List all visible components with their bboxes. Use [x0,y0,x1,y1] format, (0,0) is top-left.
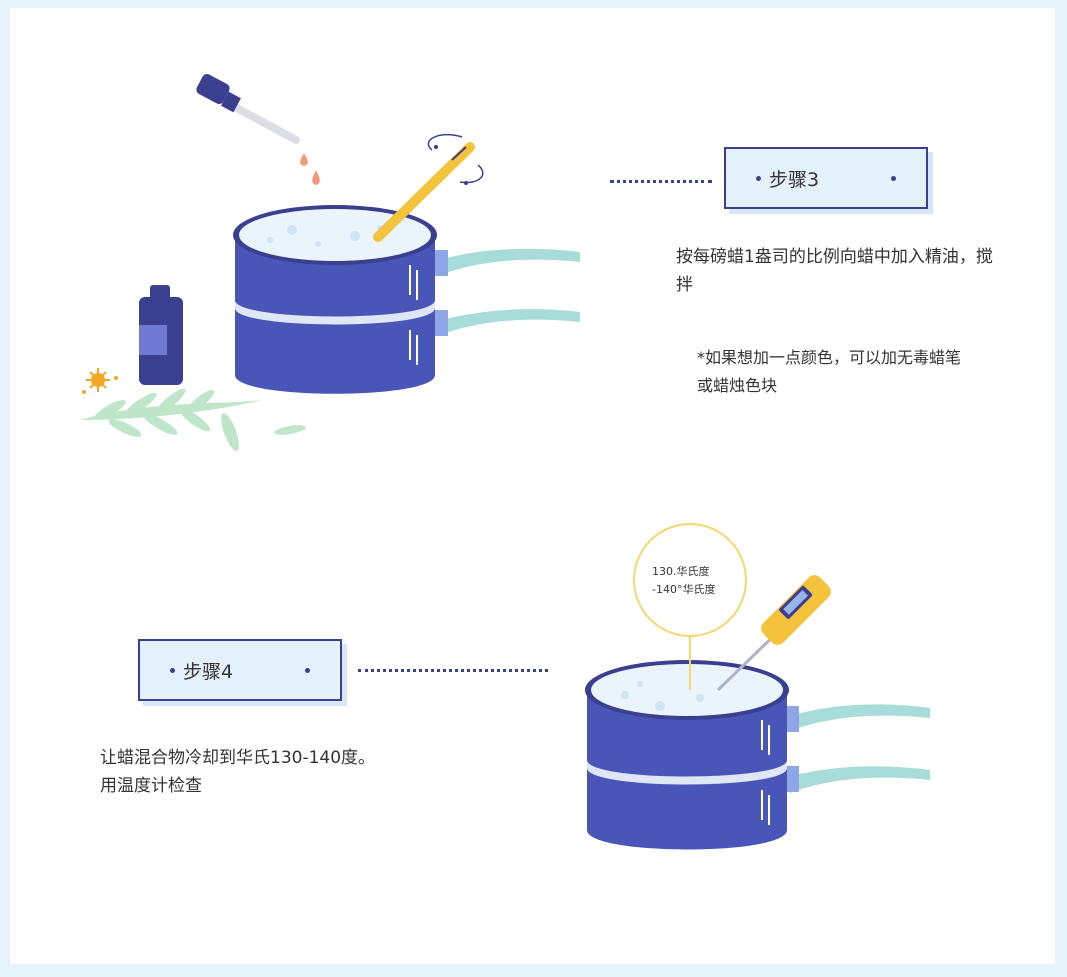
essential-oil-bottle-graphic [139,285,183,385]
bullet-dot-icon [756,175,761,181]
double-boiler-pot-bottom-graphic [585,660,930,850]
step3-label-box: 步骤3 [724,147,928,209]
dropper-icon [196,74,320,185]
step4-label-box: 步骤4 [138,639,342,701]
bullet-dot-icon [891,175,896,181]
temperature-callout-circle [633,523,747,690]
step3-description: 按每磅蜡1盎司的比例向蜡中加入精油，搅拌 [676,247,993,295]
herb-leaves-graphic [80,388,306,451]
temperature-line-2: -140°华氏度 [652,583,716,596]
thermometer-icon [716,575,831,692]
stirring-stick-icon [373,133,484,242]
bullet-dot-icon [170,667,175,673]
step3-label: 步骤3 [769,168,820,191]
step3-note: *如果想加一点颜色，可以加无毒蜡笔或蜡烛色块 [697,348,962,395]
bullet-dot-icon [305,667,310,673]
step4-label: 步骤4 [183,660,234,683]
temperature-line-1: 130.华氏度 [652,565,710,578]
step3-connector-dots [610,180,712,183]
double-boiler-pot-top-graphic [233,205,580,394]
flower-icon [82,368,118,394]
step4-description: 让蜡混合物冷却到华氏130-140度。用温度计检查 [100,748,376,796]
step4-connector-dots [358,669,548,672]
